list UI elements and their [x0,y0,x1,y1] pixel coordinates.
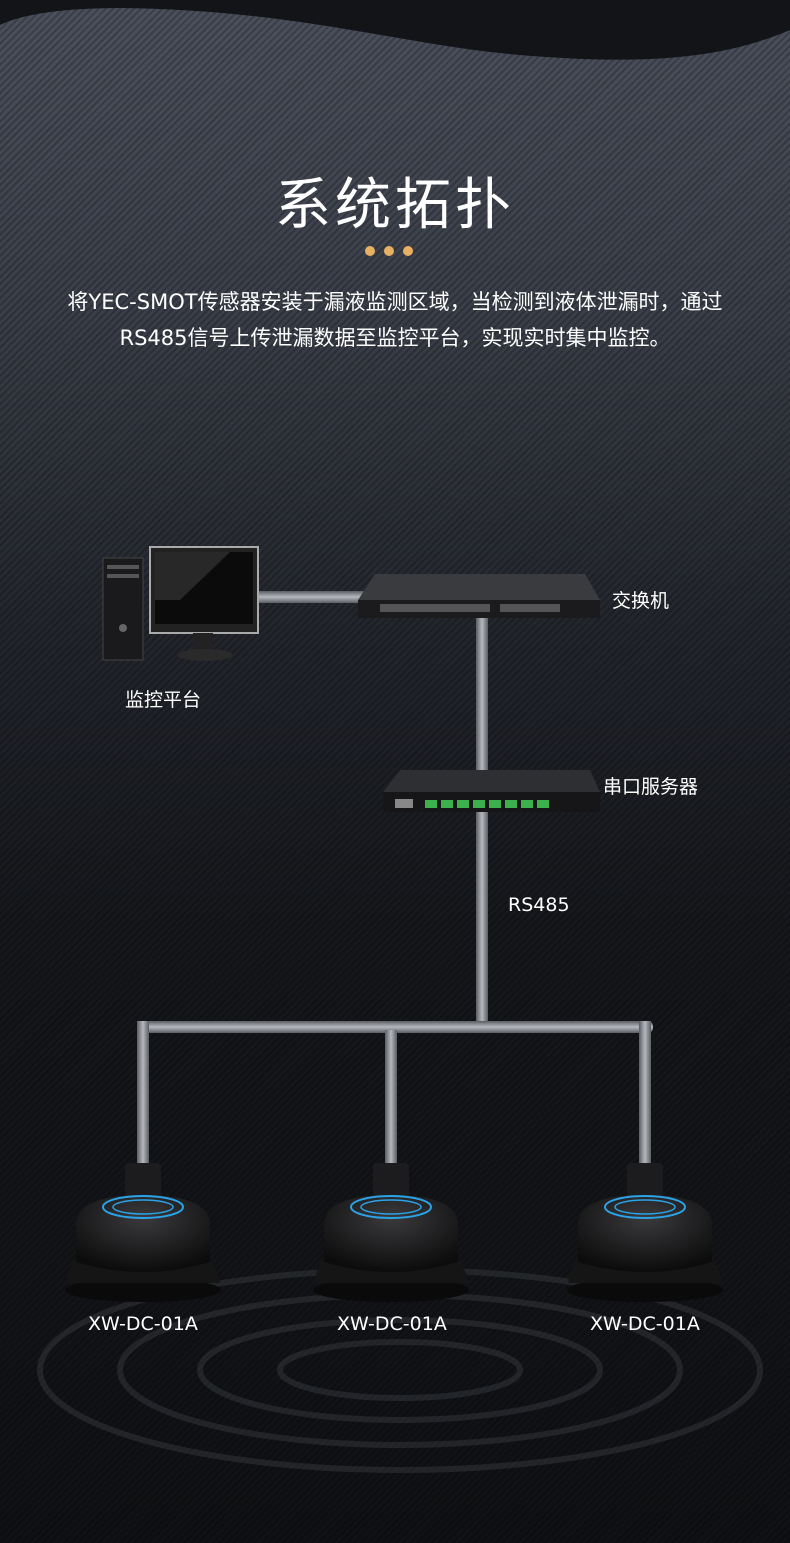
switch-label: 交换机 [612,590,670,612]
dot [403,246,413,256]
computer-icon [102,546,259,661]
sensor-label: XW-DC-01A [337,1313,447,1335]
top-wave [0,0,790,60]
serial-server-label: 串口服务器 [603,776,699,798]
page-title: 系统拓扑 [275,173,515,238]
serial-server-icon [383,770,600,812]
cable-rs485 [476,810,488,1025]
switch-icon [358,574,600,618]
dot [365,246,375,256]
cable-switch-server [476,615,488,775]
cable-pc-switch [250,591,365,603]
rs485-bus [137,1021,653,1033]
title-dots [365,246,413,256]
sensor-label: XW-DC-01A [88,1313,198,1335]
monitor-platform-label: 监控平台 [125,689,202,711]
sensor-label: XW-DC-01A [590,1313,700,1335]
description: 将YEC-SMOT传感器安装于漏液监测区域，当检测到液体泄漏时，通过RS485信… [67,290,723,350]
rs485-label: RS485 [508,894,570,916]
dot [384,246,394,256]
sensor-icon [65,1163,221,1302]
